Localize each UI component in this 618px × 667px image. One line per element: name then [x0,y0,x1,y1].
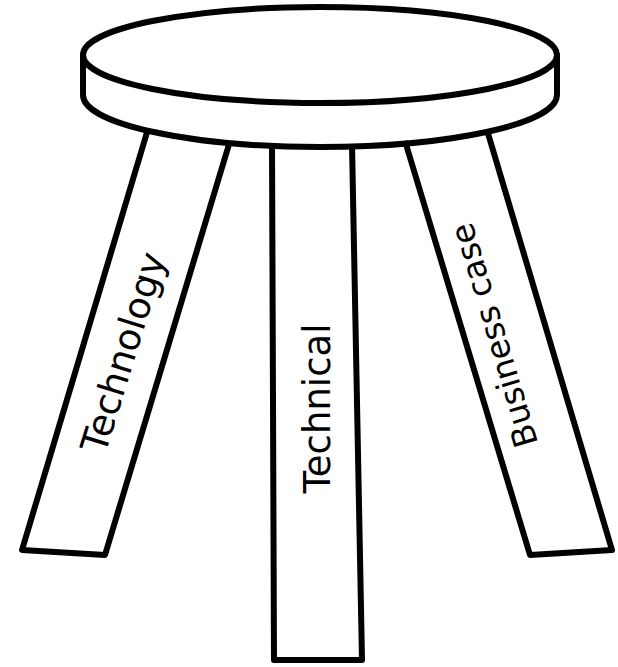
leg-line [405,130,612,555]
leg-line [272,144,362,660]
stool-leg: Technical [272,144,362,660]
leg-label: Technology [76,248,173,457]
leg-line [22,129,230,555]
leg-label: Technical [300,323,337,493]
stool-leg: Business case [405,130,612,555]
seat-top [83,7,557,103]
leg-label: Business case [445,219,543,451]
stool-leg: Technology [22,129,230,555]
